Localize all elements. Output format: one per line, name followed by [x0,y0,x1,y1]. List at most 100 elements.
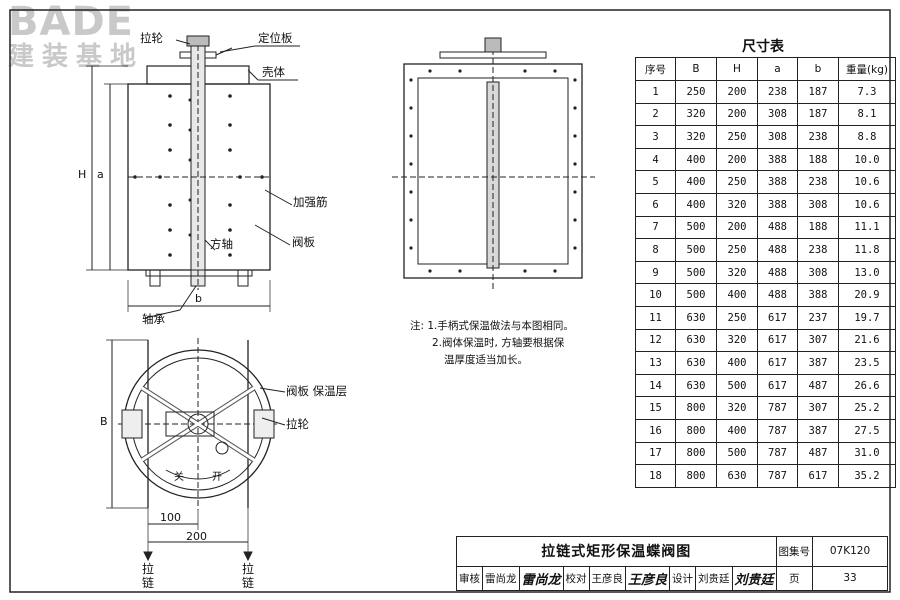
label-housing: 壳体 [262,65,285,79]
table-cell: 400 [716,418,758,443]
table-cell: 238 [757,80,798,104]
table-cell: 320 [675,102,717,127]
table-cell: 12 [635,328,676,353]
table-header: H [716,57,758,81]
table-cell: 7 [635,215,676,240]
table-cell: 617 [797,464,839,488]
table-header: 重量(kg) [838,57,896,81]
table-cell: 16 [635,418,676,443]
table-cell: 388 [797,283,839,307]
page-number: 33 [812,565,888,592]
reviewer-name: 雷尚龙 [482,565,520,592]
table-cell: 31.0 [838,441,896,466]
label-pulley-bottom: 拉轮 [286,417,309,431]
table-cell: 19.7 [838,305,896,330]
table-cell: 17 [635,441,676,466]
table-cell: 6 [635,192,676,217]
label-chain-right: 拉 链 [241,562,254,590]
side-view [392,37,595,290]
watermark-logo: BADE 建装基地 [8,2,188,82]
table-cell: 11.8 [838,238,896,262]
table-cell: 238 [797,125,839,149]
table-cell: 23.5 [838,351,896,375]
table-cell: 400 [675,170,717,194]
label-square-shaft: 方轴 [210,237,233,251]
table-cell: 8.8 [838,125,896,149]
atlas-label: 图集号 [775,536,814,567]
table-cell: 11.1 [838,215,896,240]
table-cell: 320 [675,125,717,149]
note-line-2: 2.阀体保温时, 方轴要根据保 [432,337,565,349]
front-view [86,35,300,319]
table-cell: 787 [757,464,798,488]
label-valve-plate: 阀板 [292,235,315,249]
table-cell: 630 [675,305,717,330]
table-cell: 26.6 [838,373,896,398]
table-cell: 25.2 [838,396,896,420]
table-cell: 200 [716,80,758,104]
table-cell: 488 [757,215,798,240]
table-cell: 238 [797,238,839,262]
table-cell: 200 [716,102,758,127]
table-cell: 9 [635,260,676,285]
table-cell: 187 [797,102,839,127]
table-cell: 488 [757,238,798,262]
table-cell: 11 [635,305,676,330]
label-pulley-top: 拉轮 [140,31,163,45]
table-cell: 10 [635,283,676,307]
table-cell: 787 [757,441,798,466]
table-cell: 487 [797,441,839,466]
table-cell: 13.0 [838,260,896,285]
table-cell: 5 [635,170,676,194]
table-cell: 487 [797,373,839,398]
dim-H: H [78,168,87,181]
table-cell: 15 [635,396,676,420]
table-cell: 250 [716,305,758,330]
table-cell: 500 [716,441,758,466]
title-block: 拉链式矩形保温蝶阀图 图集号 07K120 审核 雷尚龙 雷尚龙 校对 王彦良 … [456,536,888,592]
designer-name: 刘贵廷 [695,565,733,592]
table-cell: 8.1 [838,102,896,127]
table-header: B [675,57,717,81]
table-cell: 500 [716,373,758,398]
table-cell: 488 [757,260,798,285]
table-cell: 500 [675,215,717,240]
table-cell: 320 [716,396,758,420]
table-cell: 320 [716,192,758,217]
label-bearing: 轴承 [142,312,165,326]
table-cell: 800 [675,464,717,488]
table-cell: 35.2 [838,464,896,488]
table-cell: 387 [797,418,839,443]
table-cell: 787 [757,418,798,443]
table-cell: 14 [635,373,676,398]
watermark-brand: BADE [8,0,134,45]
table-cell: 18 [635,464,676,488]
bottom-view [106,338,286,562]
table-cell: 10.6 [838,170,896,194]
table-cell: 500 [675,283,717,307]
table-cell: 388 [757,170,798,194]
table-title: 尺寸表 [742,39,784,55]
table-cell: 13 [635,351,676,375]
review-label: 审核 [456,565,483,592]
table-cell: 20.9 [838,283,896,307]
drawing-title: 拉链式矩形保温蝶阀图 [456,536,777,567]
table-cell: 787 [757,396,798,420]
table-cell: 400 [716,283,758,307]
table-cell: 617 [757,351,798,375]
table-cell: 320 [716,328,758,353]
table-cell: 188 [797,147,839,172]
table-header: 序号 [635,57,676,81]
